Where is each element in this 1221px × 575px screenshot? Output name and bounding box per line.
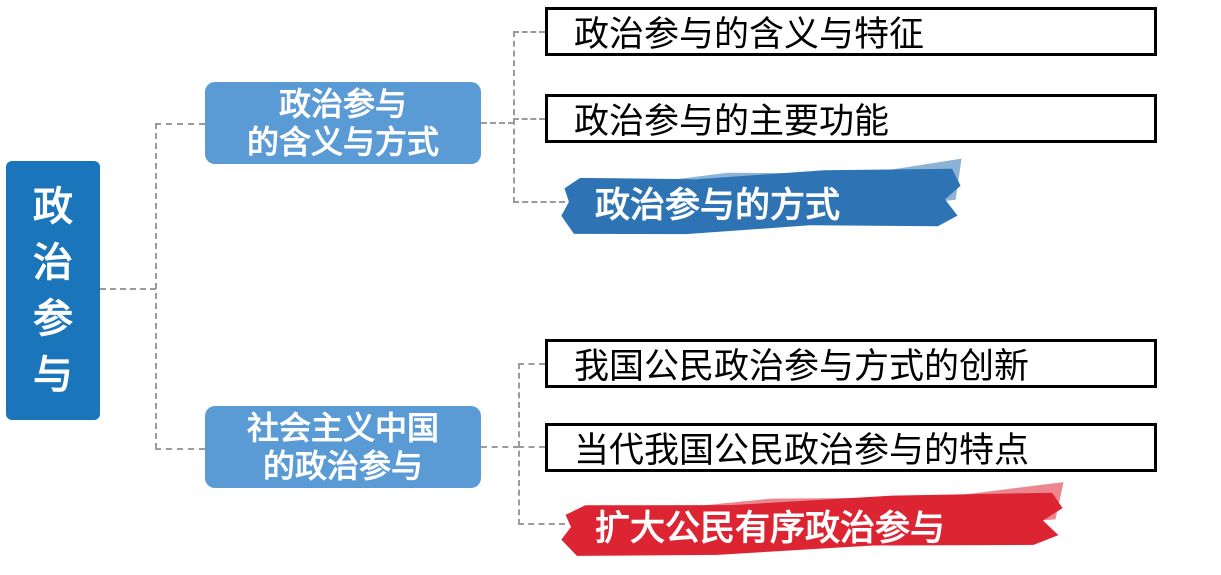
highlight-label: 政治参与的方式 [595,185,841,225]
connector-branch2-child2 [518,446,545,448]
root-node-char: 与 [33,352,73,397]
root-node-char: 政 [33,184,73,229]
connector-branch2-out [481,446,519,448]
leaf-node-methods-highlight: 政治参与的方式 [561,165,961,239]
connector-root-trunk [100,288,156,290]
connector-branch2-child3 [518,523,565,525]
branch-node-socialist-china: 社会主义中国 的政治参与 [205,406,481,488]
connector-branch1-in [155,123,205,125]
root-node-char: 参 [33,296,73,341]
leaf-node-orderly-participation-highlight: 扩大公民有序政治参与 [561,491,1063,559]
branch-label-line: 政治参与 [278,85,407,122]
connector-branch2-child1 [518,363,545,365]
leaf-node-main-functions: 政治参与的主要功能 [545,94,1157,143]
connector-branch2-in [155,448,205,450]
branch-node-meaning-and-methods: 政治参与 的含义与方式 [205,82,481,164]
branch-label-line: 社会主义中国 [246,409,439,446]
connector-root-vertical [155,123,157,449]
leaf-node-participation-characteristics: 当代我国公民政治参与的特点 [545,423,1157,472]
leaf-node-participation-innovation: 我国公民政治参与方式的创新 [545,339,1157,388]
leaf-label: 政治参与的主要功能 [574,102,890,141]
leaf-node-meaning-and-features: 政治参与的含义与特征 [545,7,1157,56]
connector-branch1-out [481,122,514,124]
leaf-label: 政治参与的含义与特征 [574,15,925,54]
connector-branch1-vertical [513,31,515,203]
connector-branch1-child2 [513,118,545,120]
root-node: 政 治 参 与 [6,161,100,420]
leaf-label: 我国公民政治参与方式的创新 [574,347,1030,386]
highlight-label: 扩大公民有序政治参与 [595,508,946,548]
branch-label-line: 的政治参与 [262,448,423,484]
leaf-label: 当代我国公民政治参与的特点 [574,431,1030,470]
root-node-char: 治 [33,240,73,285]
connector-branch1-child1 [513,31,545,33]
connector-branch2-vertical [518,363,520,525]
branch-label-line: 的含义与方式 [246,124,439,160]
connector-branch1-child3 [513,201,565,203]
